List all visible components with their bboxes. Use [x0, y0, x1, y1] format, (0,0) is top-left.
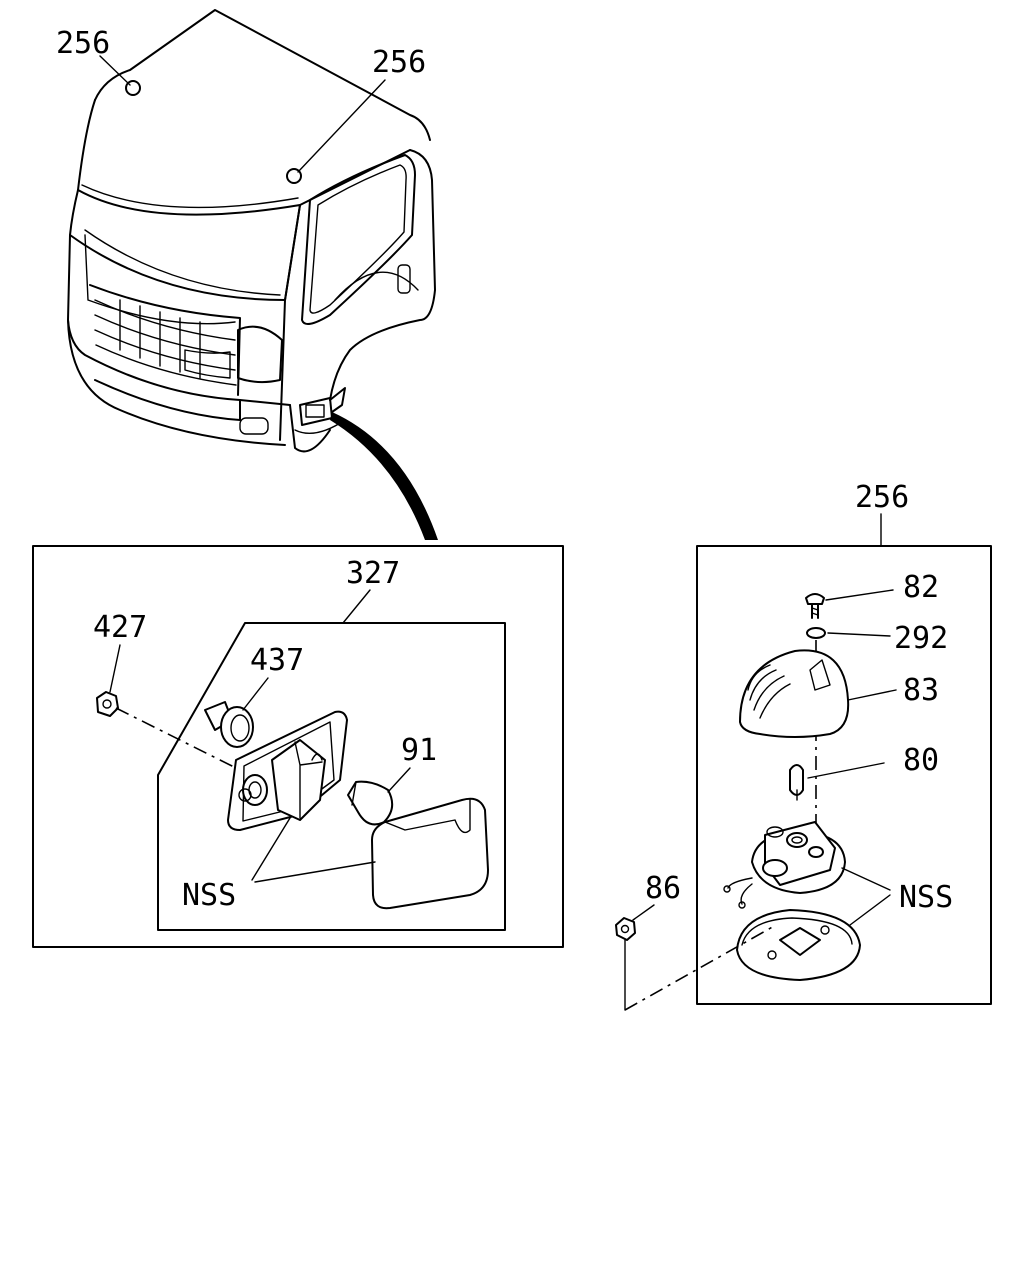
washer-292	[806, 627, 826, 639]
truck-cab-illustration	[67, 9, 436, 453]
callout-socket-437: 437	[250, 643, 304, 678]
callout-washer-292: 292	[894, 621, 948, 656]
callout-bulb-80: 80	[903, 743, 939, 778]
callout-roof-lamp-right: 256	[372, 45, 426, 80]
detail-arrow	[330, 412, 438, 540]
callout-screw-82: 82	[903, 570, 939, 605]
callout-lens-dome-83: 83	[903, 673, 939, 708]
gasket-plate	[736, 909, 861, 981]
callout-roof-lamp-assembly: 256	[855, 480, 909, 515]
screw-82	[805, 593, 825, 619]
socket-437	[204, 701, 254, 748]
callout-roof-lamp-left: 256	[56, 26, 110, 61]
callout-side-lamp-assembly: 327	[346, 556, 400, 591]
roof-lamp-detail: 256 82 292 83 80	[615, 480, 992, 1011]
lens-dome-83	[739, 649, 850, 738]
callout-nss-right: NSS	[899, 880, 953, 915]
roof-lamp-right-marker	[286, 168, 302, 184]
callout-nut-427: 427	[93, 610, 147, 645]
nut-427	[96, 691, 119, 717]
detail-frame-left	[32, 545, 564, 948]
bulb-80	[789, 764, 804, 801]
callout-nut-86: 86	[645, 871, 681, 906]
detail-frame-right	[696, 545, 992, 1005]
side-lamp-on-cab	[299, 397, 333, 426]
assembly-frame-327	[157, 622, 506, 931]
roof-lamp-left-marker	[125, 80, 141, 96]
nut-86	[615, 917, 636, 941]
side-lamp-detail: 327 427 437	[32, 545, 564, 948]
lens-cover	[371, 797, 489, 910]
lamp-housing	[227, 710, 348, 831]
callout-nss-left: NSS	[182, 878, 236, 913]
callout-bulb-91: 91	[401, 733, 437, 768]
bulb-91	[347, 780, 394, 826]
lamp-base-socket	[723, 821, 846, 909]
